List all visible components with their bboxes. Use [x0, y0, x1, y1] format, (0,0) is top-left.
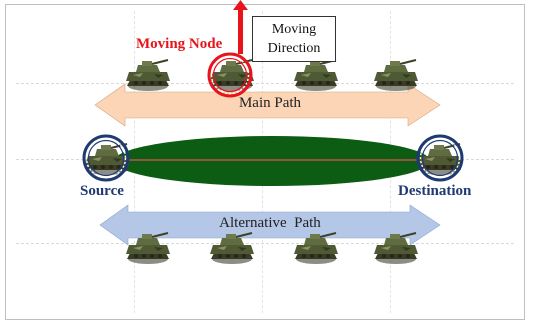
moving-direction-label-line1: Moving [271, 22, 317, 37]
moving-direction-arrow-icon [233, 0, 248, 54]
moving-node-ring [207, 52, 253, 98]
grid-line [16, 83, 514, 84]
alternative-path-label: Alternative Path [219, 215, 321, 231]
alternative-path-arrow [99, 204, 441, 246]
main-path-arrow [94, 83, 441, 127]
node-tank-icon [373, 59, 419, 92]
main-path-label: Main Path [238, 95, 302, 111]
destination-ring [416, 134, 464, 182]
transmission-range-ellipse [114, 136, 430, 186]
moving-direction-label-line2: Direction [267, 41, 321, 56]
destination-label: Destination [398, 183, 472, 199]
node-tank-icon [125, 59, 171, 92]
node-tank-icon [293, 59, 339, 92]
moving-node-label: Moving Node [136, 36, 223, 52]
moving-direction-box: Moving Direction [252, 16, 336, 62]
source-label: Source [80, 183, 124, 199]
source-ring [82, 134, 130, 182]
grid-line [16, 243, 514, 244]
